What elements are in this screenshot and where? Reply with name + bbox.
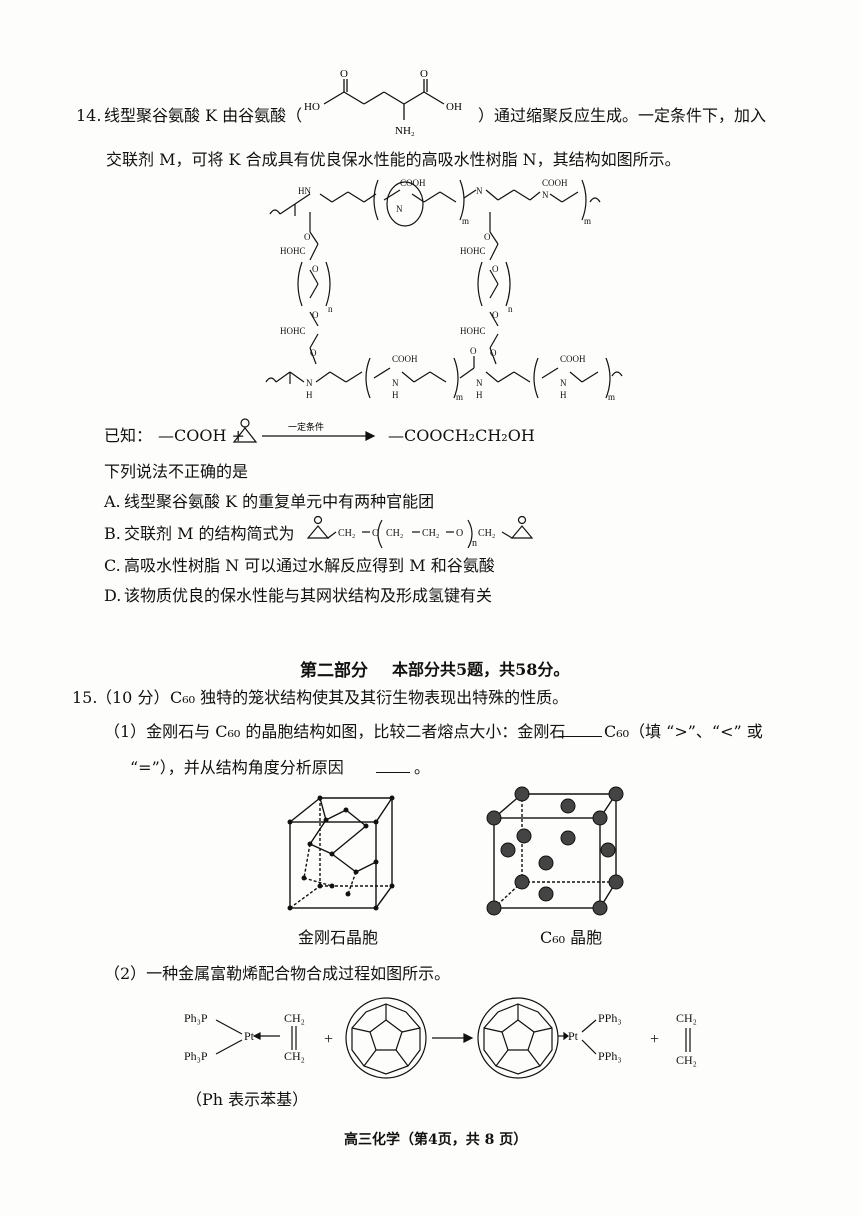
- c60-unit-cell: [486, 786, 624, 916]
- glu-nh2: NH₂: [395, 125, 415, 137]
- diamond-unit-cell: [287, 795, 395, 911]
- svg-text:H: H: [392, 390, 399, 400]
- glu-ho: HO: [304, 101, 320, 113]
- svg-text:O: O: [304, 232, 311, 242]
- known-product: —COOCH₂CH₂OH: [388, 426, 535, 445]
- svg-text:+: +: [650, 1031, 659, 1048]
- svg-text:PPh₃: PPh₃: [598, 1049, 622, 1063]
- svg-text:HOHC: HOHC: [280, 246, 306, 256]
- svg-text:CH₂: CH₂: [422, 528, 439, 539]
- known-prefix: 已知：: [104, 426, 153, 445]
- svg-text:COOH: COOH: [542, 178, 568, 188]
- q15-blank-reason[interactable]: [376, 758, 410, 773]
- q15-sub1-b: C₆₀（填 “>”、“<” 或: [604, 722, 763, 741]
- svg-text:m: m: [608, 392, 615, 402]
- option-d-text: 该物质优良的保水性能与其网状结构及形成氢键有关: [124, 586, 493, 605]
- svg-text:Ph₃P: Ph₃P: [184, 1011, 208, 1025]
- q15-blank-compare[interactable]: [558, 722, 602, 737]
- svg-text:Pt: Pt: [568, 1029, 579, 1043]
- q14-stem-line2: 交联剂 M，可将 K 合成具有优良保水性能的高吸水性树脂 N，其结构如图所示。: [106, 150, 681, 169]
- svg-text:N: N: [542, 190, 549, 200]
- svg-text:m: m: [584, 216, 591, 226]
- svg-text:n: n: [508, 304, 513, 314]
- q14-number: 14.: [76, 106, 102, 125]
- svg-text:CH₂: CH₂: [386, 528, 403, 539]
- svg-text:O: O: [484, 232, 491, 242]
- svg-text:m: m: [462, 216, 469, 226]
- svg-text:O: O: [372, 528, 379, 539]
- svg-text:CH₂: CH₂: [676, 1053, 697, 1067]
- svg-text:N: N: [306, 378, 313, 388]
- svg-text:HOHC: HOHC: [280, 326, 306, 336]
- option-b-formula: CH₂ O CH₂ CH₂ O n CH₂: [306, 515, 534, 549]
- svg-text:O: O: [490, 348, 497, 358]
- q15-sub2: （2）一种金属富勒烯配合物合成过程如图所示。: [104, 964, 451, 983]
- svg-text:HOHC: HOHC: [460, 246, 486, 256]
- option-c-text: 高吸水性树脂 N 可以通过水解反应得到 M 和谷氨酸: [124, 556, 495, 575]
- glu-o1: O: [340, 68, 348, 80]
- known-condition: 一定条件: [288, 421, 324, 432]
- svg-text:N: N: [392, 378, 399, 388]
- svg-text:CH₂: CH₂: [478, 528, 495, 539]
- glutamic-acid-structure: HO O O OH NH₂: [304, 68, 462, 137]
- option-b-text: 交联剂 M 的结构简式为: [124, 524, 295, 543]
- known-epoxide-arrow: 一定条件: [232, 418, 376, 443]
- svg-text:n: n: [472, 538, 477, 549]
- svg-text:CH₂: CH₂: [676, 1011, 697, 1025]
- svg-text:HOHC: HOHC: [460, 326, 486, 336]
- glu-o2: O: [420, 68, 428, 80]
- option-a-text: 线型聚谷氨酸 K 的重复单元中有两种官能团: [124, 492, 435, 511]
- svg-text:O: O: [492, 264, 499, 274]
- q15-points: （10 分）: [96, 688, 170, 707]
- option-a-letter: A.: [104, 492, 121, 511]
- svg-text:Ph₃P: Ph₃P: [184, 1049, 208, 1063]
- svg-text:Pt: Pt: [244, 1029, 255, 1043]
- svg-text:COOH: COOH: [400, 178, 426, 188]
- page-footer: 高三化学（第4页，共 8 页）: [344, 1132, 528, 1148]
- fullerene-reaction-scheme: Ph₃P Ph₃P Pt CH₂ CH₂ + Pt PPh₃ PPh₃ + CH…: [184, 997, 697, 1079]
- svg-text:n: n: [328, 304, 333, 314]
- q15-sub1-a: （1）金刚石与 C₆₀ 的晶胞结构如图，比较二者熔点大小：金刚石: [104, 722, 566, 741]
- svg-text:m: m: [456, 392, 463, 402]
- svg-text:H: H: [306, 390, 313, 400]
- svg-text:COOH: COOH: [392, 354, 418, 364]
- q15-sub1-end: 。: [414, 758, 431, 777]
- svg-text:O: O: [456, 528, 463, 539]
- svg-text:H: H: [560, 390, 567, 400]
- option-b-letter: B.: [104, 524, 121, 543]
- q14-stem-part1: 线型聚谷氨酸 K 由谷氨酸（: [104, 106, 303, 125]
- svg-text:O: O: [312, 264, 319, 274]
- fig-c60-caption: C₆₀ 晶胞: [540, 928, 603, 947]
- svg-text:HN: HN: [298, 186, 311, 196]
- part2-title: 第二部分: [300, 661, 368, 681]
- ph-note: （Ph 表示苯基）: [186, 1090, 309, 1109]
- resin-n-structure: HN COOH N m N COOH N m O HOHC O n O HOHC…: [265, 178, 623, 402]
- glu-oh: OH: [446, 101, 462, 113]
- option-d-letter: D.: [104, 586, 122, 605]
- part2-subtitle: 本部分共5题，共58分。: [392, 660, 570, 679]
- q14-stem-part2: ）通过缩聚反应生成。一定条件下，加入: [478, 106, 767, 125]
- svg-text:+: +: [324, 1031, 333, 1048]
- svg-text:PPh₃: PPh₃: [598, 1011, 622, 1025]
- svg-text:CH₂: CH₂: [338, 528, 355, 539]
- q15-number: 15.: [72, 688, 98, 707]
- svg-text:N: N: [396, 204, 403, 214]
- fig-diamond-caption: 金刚石晶胞: [298, 928, 379, 947]
- svg-text:CH₂: CH₂: [284, 1049, 305, 1063]
- svg-text:O: O: [470, 346, 477, 356]
- svg-text:CH₂: CH₂: [284, 1011, 305, 1025]
- svg-text:COOH: COOH: [560, 354, 586, 364]
- svg-text:N: N: [476, 378, 483, 388]
- q15-stem: C₆₀ 独特的笼状结构使其及其衍生物表现出特殊的性质。: [170, 688, 569, 707]
- svg-text:O: O: [312, 310, 319, 320]
- q15-sub1-c: “=”），并从结构角度分析原因: [130, 758, 344, 777]
- svg-text:O: O: [492, 310, 499, 320]
- option-c-letter: C.: [104, 556, 121, 575]
- q14-question: 下列说法不正确的是: [104, 462, 249, 481]
- known-reactant: —COOH +: [158, 426, 245, 445]
- svg-text:N: N: [476, 186, 483, 196]
- svg-text:N: N: [560, 378, 567, 388]
- svg-text:H: H: [476, 390, 483, 400]
- svg-text:O: O: [310, 348, 317, 358]
